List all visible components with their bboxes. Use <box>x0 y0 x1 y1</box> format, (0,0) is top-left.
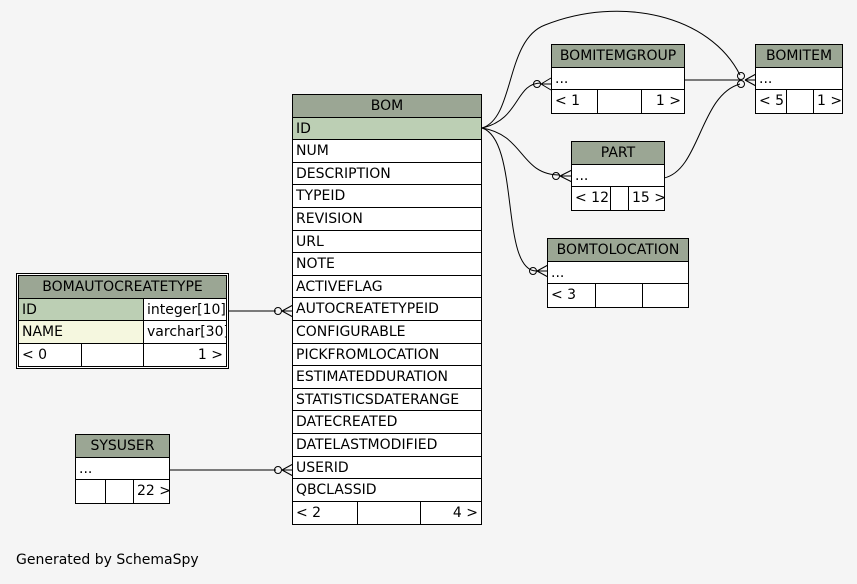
column-typeid[interactable]: TYPEID <box>293 185 481 208</box>
children-count[interactable]: 1 > <box>813 90 842 113</box>
table-footer: < 5 1 > <box>756 90 842 113</box>
table-title: BOMTOLOCATION <box>548 239 688 262</box>
table-footer: < 2 4 > <box>293 501 481 525</box>
crowfoot-bom-userid <box>274 463 294 477</box>
column-description[interactable]: DESCRIPTION <box>293 163 481 186</box>
column-qbclassid[interactable]: QBCLASSID <box>293 479 481 502</box>
column-id[interactable]: ID <box>293 117 481 141</box>
table-footer: 22 > <box>76 480 169 503</box>
table-bomitem[interactable]: BOMITEM ... < 5 1 > <box>755 44 843 114</box>
column-name: NAME <box>22 324 63 341</box>
table-title: BOMAUTOCREATETYPE <box>19 276 226 299</box>
column-configurable[interactable]: CONFIGURABLE <box>293 321 481 344</box>
column-url[interactable]: URL <box>293 231 481 254</box>
table-bomitemgroup[interactable]: BOMITEMGROUP ... < 1 1 > <box>551 44 685 114</box>
children-count[interactable]: 1 > <box>641 90 684 113</box>
rows-count <box>610 187 628 210</box>
column-note[interactable]: NOTE <box>293 253 481 276</box>
column-num[interactable]: NUM <box>293 140 481 163</box>
crowfoot-bomtolocation <box>529 264 549 278</box>
table-footer: < 0 1 > <box>19 343 226 367</box>
columns-ellipsis[interactable]: ... <box>552 68 684 91</box>
column-id[interactable]: ID integer[10] <box>19 298 226 322</box>
parents-count[interactable]: < 0 <box>22 346 48 363</box>
column-autocreatetypeid[interactable]: AUTOCREATETYPEID <box>293 298 481 321</box>
column-name: ID <box>22 301 37 318</box>
columns-ellipsis[interactable]: ... <box>756 68 842 91</box>
column-revision[interactable]: REVISION <box>293 208 481 231</box>
crowfoot-part <box>552 169 573 183</box>
children-count[interactable]: 22 > <box>133 480 169 503</box>
column-pickfromlocation[interactable]: PICKFROMLOCATION <box>293 344 481 367</box>
parents-count[interactable] <box>76 480 105 503</box>
children-count[interactable]: 1 > <box>143 343 226 367</box>
table-title: BOM <box>293 95 481 118</box>
columns-ellipsis[interactable]: ... <box>548 262 688 285</box>
rows-count <box>786 90 813 113</box>
edge-bom-part <box>481 127 561 176</box>
parents-count[interactable]: < 2 <box>296 504 322 521</box>
parents-count[interactable]: < 1 <box>555 93 581 110</box>
table-title: PART <box>572 142 664 165</box>
column-name-row[interactable]: NAME varchar[30] <box>19 321 226 344</box>
parents-count[interactable]: < 12 <box>575 190 609 207</box>
table-footer: < 3 <box>548 284 688 307</box>
table-bomautocreatetype[interactable]: BOMAUTOCREATETYPE ID integer[10] NAME va… <box>16 273 229 370</box>
rows-count <box>597 90 641 113</box>
crowfoot-bomitem <box>737 72 757 88</box>
children-count[interactable]: 15 > <box>628 187 664 210</box>
table-footer: < 12 15 > <box>572 187 664 210</box>
table-footer: < 1 1 > <box>552 90 684 113</box>
edge-bom-bomitemgroup <box>481 82 542 129</box>
column-type: varchar[30] <box>143 321 226 343</box>
table-bom[interactable]: BOM ID NUM DESCRIPTION TYPEID REVISION U… <box>292 94 482 526</box>
column-type: integer[10] <box>143 298 226 321</box>
rows-count <box>81 343 143 367</box>
column-statisticsdaterange[interactable]: STATISTICSDATERANGE <box>293 389 481 412</box>
columns-ellipsis[interactable]: ... <box>76 458 169 481</box>
edge-part-bomitem <box>663 83 741 179</box>
column-estimatedduration[interactable]: ESTIMATEDDURATION <box>293 366 481 389</box>
children-count[interactable]: 4 > <box>420 501 481 525</box>
parents-count[interactable]: < 3 <box>551 287 577 304</box>
table-title: SYSUSER <box>76 435 169 458</box>
table-title: BOMITEM <box>756 45 842 68</box>
parents-count[interactable]: < 5 <box>759 93 785 110</box>
edge-bom-bomtolocation <box>481 127 537 272</box>
table-title: BOMITEMGROUP <box>552 45 684 68</box>
rows-count <box>357 501 420 525</box>
crowfoot-bomitemgroup <box>533 77 552 91</box>
rows-count <box>105 480 133 503</box>
table-part[interactable]: PART ... < 12 15 > <box>571 141 665 211</box>
edge-bom-bomitem <box>481 10 741 129</box>
column-datecreated[interactable]: DATECREATED <box>293 411 481 434</box>
columns-ellipsis[interactable]: ... <box>572 165 664 188</box>
column-datelastmodified[interactable]: DATELASTMODIFIED <box>293 434 481 457</box>
children-count[interactable] <box>642 284 688 307</box>
table-sysuser[interactable]: SYSUSER ... 22 > <box>75 434 170 504</box>
table-bomtolocation[interactable]: BOMTOLOCATION ... < 3 <box>547 238 689 308</box>
column-userid[interactable]: USERID <box>293 457 481 480</box>
rows-count <box>595 284 642 307</box>
column-activeflag[interactable]: ACTIVEFLAG <box>293 276 481 299</box>
crowfoot-bom-autocreatetypeid <box>274 304 294 318</box>
generated-by-label: Generated by SchemaSpy <box>16 552 199 568</box>
